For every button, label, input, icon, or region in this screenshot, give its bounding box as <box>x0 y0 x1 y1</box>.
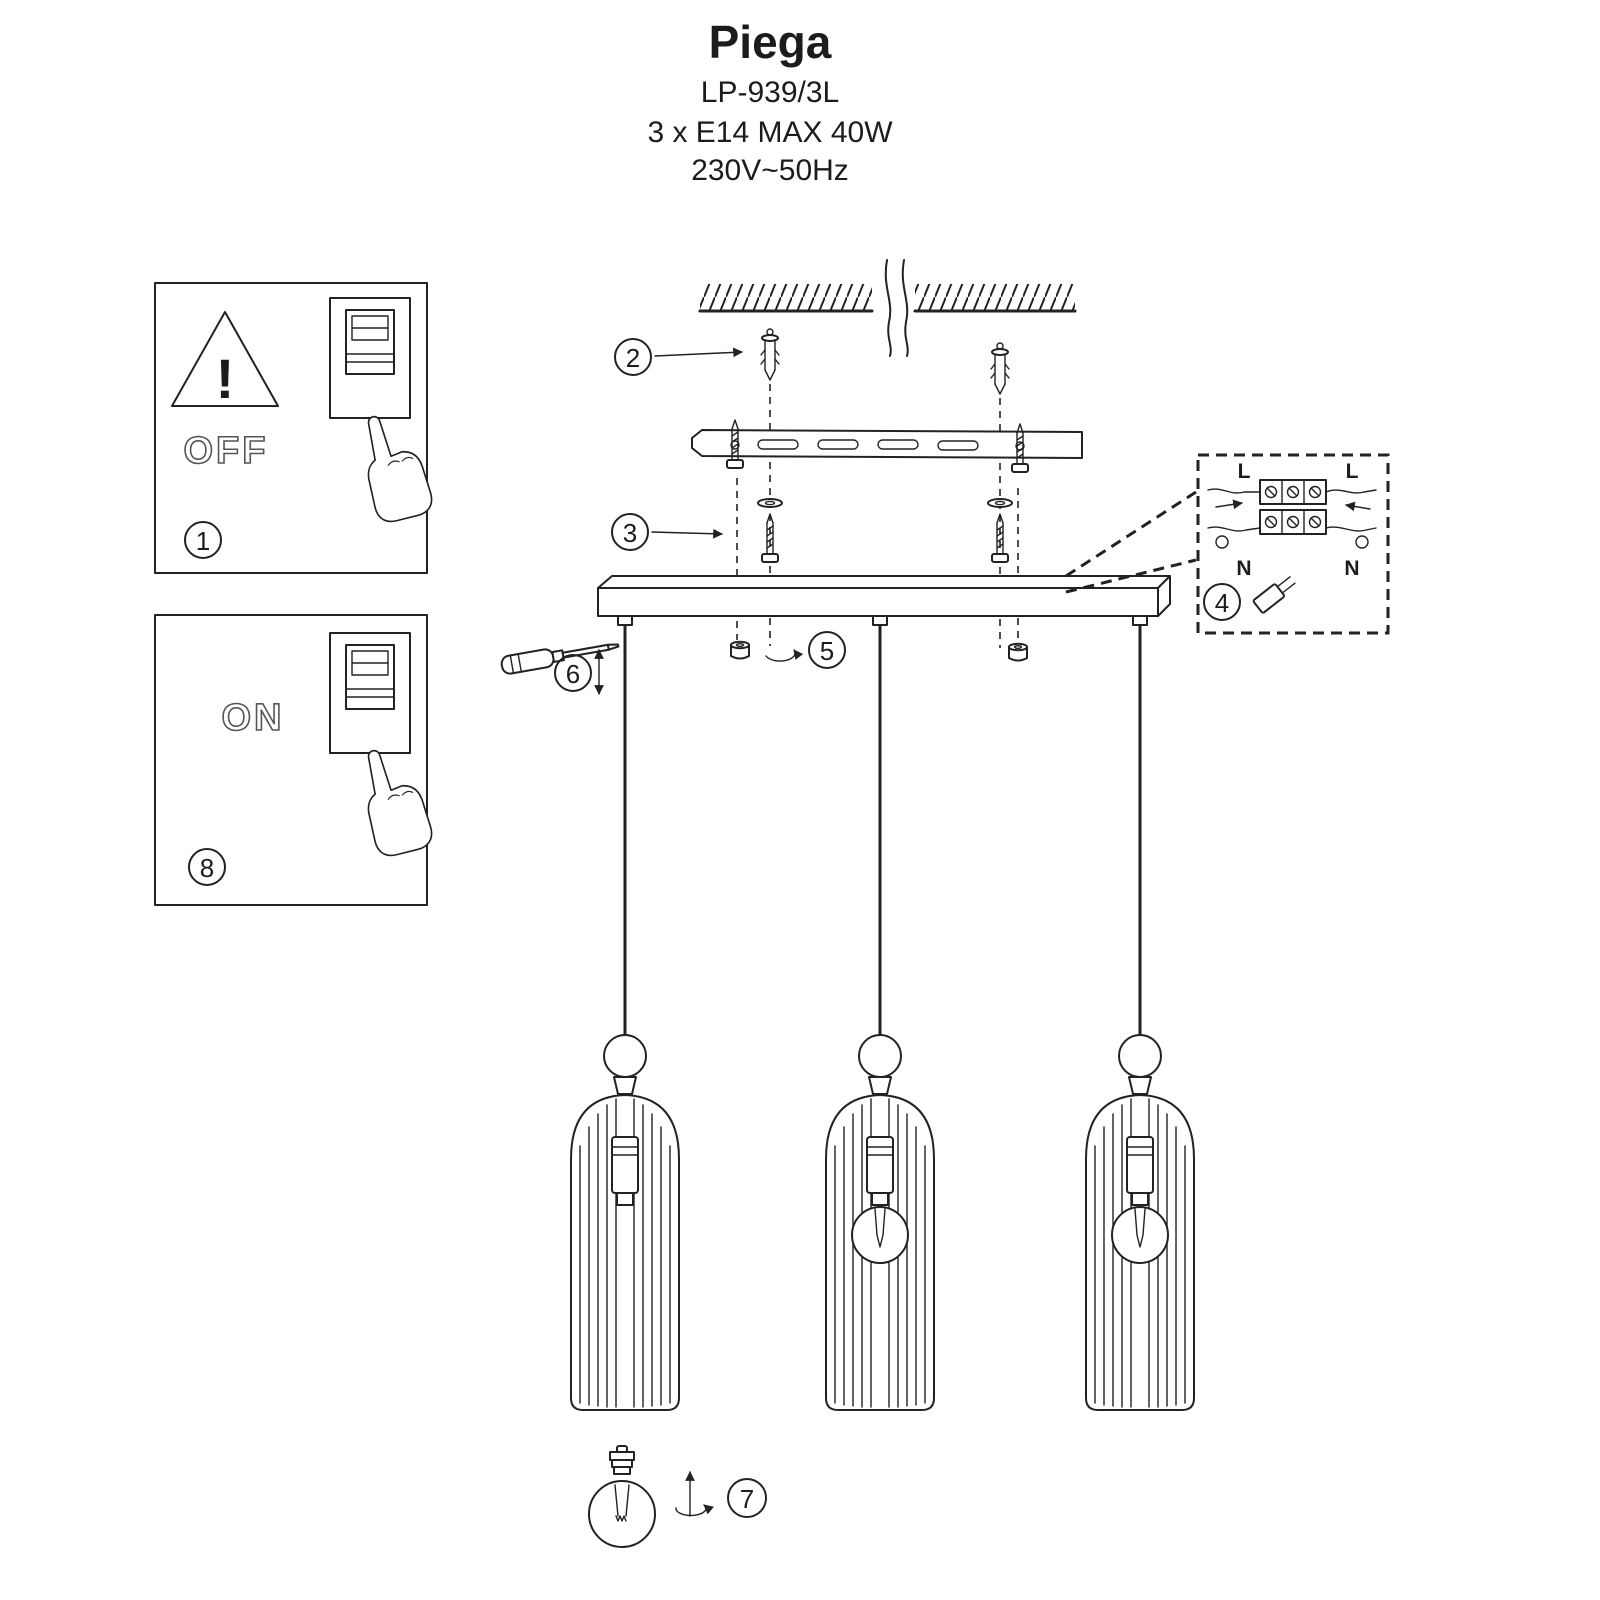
fluted-shade <box>570 1094 680 1411</box>
canopy-bar <box>597 575 1171 626</box>
svg-text:4: 4 <box>1215 588 1229 618</box>
detail-leader-bottom <box>1065 558 1197 594</box>
bulb-step: 7 <box>588 1445 767 1548</box>
header: Piega LP-939/3L 3 x E14 MAX 40W 230V~50H… <box>647 16 893 187</box>
pendant-right <box>1085 1034 1195 1411</box>
fixing-screws: 3 <box>611 498 1013 563</box>
decor-sphere <box>1118 1034 1162 1078</box>
wall-plug-anchors: 2 <box>614 328 1010 395</box>
anchor-left <box>760 328 780 381</box>
svg-text:8: 8 <box>200 853 214 883</box>
mains-cable-wire-1 <box>884 259 892 357</box>
wall-switch-icon <box>329 632 411 754</box>
neutral-label-right: N <box>1344 557 1359 580</box>
power-spec: 230V~50Hz <box>691 154 849 187</box>
switch-off-panel: ! OFF 1 <box>154 282 436 574</box>
lamp-spec: 3 x E14 MAX 40W <box>647 116 893 149</box>
svg-text:2: 2 <box>626 343 640 373</box>
page-title: Piega <box>709 16 832 68</box>
light-bulb-icon <box>588 1445 656 1548</box>
shade-cap <box>868 1076 892 1095</box>
bulb-icon <box>851 1206 909 1264</box>
shade-cap <box>1128 1076 1152 1095</box>
cord-gland-middle <box>872 615 888 626</box>
wire-arrow-right <box>1345 501 1371 512</box>
live-label-left: L <box>1238 460 1251 483</box>
step-3-marker: 3 <box>611 513 723 551</box>
step-2-marker: 2 <box>614 338 743 376</box>
wire-neutral-left <box>1207 526 1261 532</box>
detail-leader-top <box>1065 490 1197 578</box>
ceiling-hatch-right <box>915 284 1075 310</box>
step-7-marker: 7 <box>727 1478 767 1518</box>
anchor-right <box>990 342 1010 395</box>
canopy-screw-left <box>761 513 779 563</box>
step-3-arrow <box>651 528 723 539</box>
wiring-detail: L L N N 4 <box>1065 453 1390 635</box>
wire-neutral-right <box>1325 526 1377 532</box>
panel-frame <box>154 614 428 906</box>
test-plug-icon <box>1252 576 1296 614</box>
step-4-marker: 4 <box>1203 583 1241 621</box>
decor-sphere <box>603 1034 647 1078</box>
mains-cable-wire-2 <box>901 259 909 357</box>
ceiling-hatch-left <box>700 284 872 310</box>
nut-right <box>1008 642 1028 662</box>
rotate-arrow-icon <box>765 649 804 662</box>
rotate-arrow-icon <box>675 1504 714 1517</box>
step-1-marker: 1 <box>184 521 222 559</box>
pendant-middle <box>825 1034 935 1411</box>
wire-live-right <box>1325 489 1377 494</box>
neutral-label-left: N <box>1236 557 1251 580</box>
wall-switch-icon <box>329 297 411 419</box>
switch-on-panel: ON 8 <box>154 614 436 906</box>
cord-gland-left <box>617 615 633 626</box>
live-label-right: L <box>1346 460 1359 483</box>
detail-frame <box>1196 453 1390 635</box>
cord-adjustment: 6 <box>500 643 620 695</box>
suspension-cords <box>623 620 1142 1039</box>
svg-text:5: 5 <box>820 636 834 666</box>
step-6-marker: 6 <box>554 654 592 692</box>
pressing-hand-icon <box>352 406 436 526</box>
warning-exclamation: ! <box>216 347 235 410</box>
on-label: ON <box>222 697 285 739</box>
bulb-icon <box>1111 1206 1169 1264</box>
step-8-marker: 8 <box>188 848 226 886</box>
model-number: LP-939/3L <box>701 76 839 109</box>
warning-triangle-icon: ! <box>171 311 279 410</box>
shade-cap <box>613 1076 637 1095</box>
svg-text:3: 3 <box>623 518 637 548</box>
nut-left <box>730 640 750 660</box>
washer-left <box>757 498 783 508</box>
earth-lug-left <box>1215 535 1229 549</box>
screwdriver-icon <box>500 643 620 675</box>
earth-lug-right <box>1355 535 1369 549</box>
washer-right <box>987 498 1013 508</box>
svg-text:7: 7 <box>740 1484 754 1514</box>
mounting-bracket <box>691 419 1083 473</box>
decor-sphere <box>858 1034 902 1078</box>
svg-text:6: 6 <box>566 659 580 689</box>
step-2-arrow <box>654 347 743 358</box>
lock-nuts: 5 <box>730 631 1028 669</box>
panel-frame <box>154 282 428 574</box>
pressing-hand-icon <box>352 740 436 860</box>
off-label: OFF <box>184 430 269 472</box>
svg-text:1: 1 <box>196 526 210 556</box>
cord-gland-right <box>1132 615 1148 626</box>
pendant-left <box>570 1034 680 1411</box>
ceiling-section <box>698 259 1077 357</box>
wire-live-left <box>1207 488 1261 494</box>
terminal-block-diagram: L L N N <box>1207 460 1377 580</box>
wire-arrow-left <box>1215 499 1243 510</box>
step-5-marker: 5 <box>808 631 846 669</box>
